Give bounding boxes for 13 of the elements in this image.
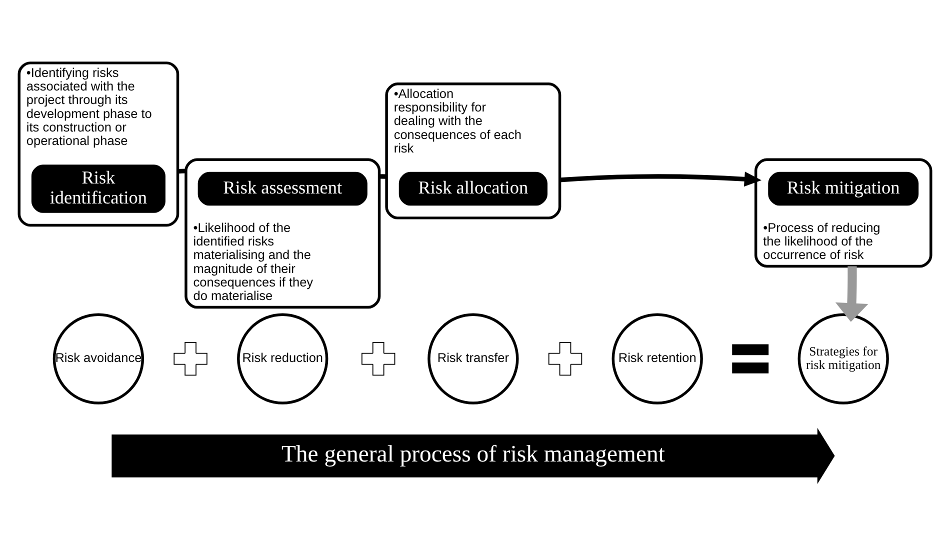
node-box: Risk identification — [31, 164, 166, 213]
node-box: Risk mitigation — [768, 172, 919, 206]
arrow — [560, 172, 762, 187]
connector — [379, 174, 387, 179]
node-box: Risk allocation — [398, 172, 548, 206]
connector — [178, 168, 186, 174]
node-circle: Risk transfer — [428, 313, 519, 404]
arrow — [835, 266, 868, 322]
node-circle: Strategies for risk mitigation — [798, 313, 889, 404]
node-box: Risk assessment — [198, 172, 368, 206]
node-circle: Risk reduction — [237, 313, 328, 404]
node-circle: Risk retention — [612, 313, 703, 404]
node-circle: Risk avoidance — [52, 313, 144, 404]
